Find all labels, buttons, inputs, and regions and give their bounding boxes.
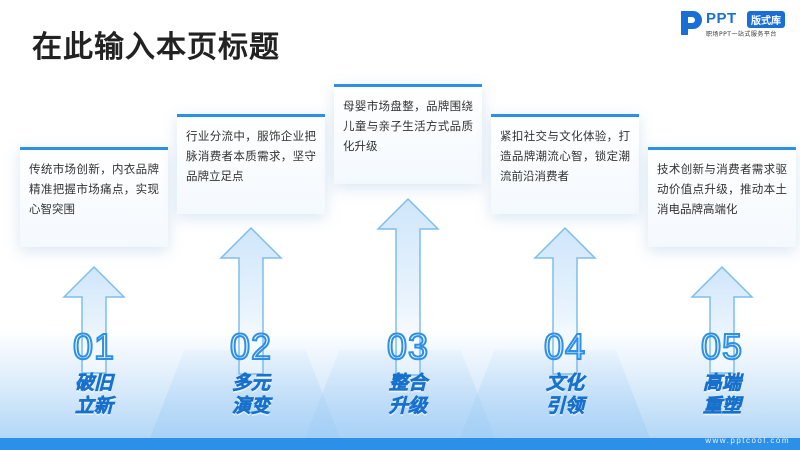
footer-url: www.pptcool.com [705, 436, 790, 445]
card-description: 紧扣社交与文化体验，打造品牌潮流心智，锁定潮流前沿消费者 [500, 129, 630, 183]
footer-bar [0, 438, 800, 450]
step-number: 03 [386, 325, 430, 368]
up-arrow-icon [376, 197, 440, 376]
step-number: 01 [72, 325, 116, 368]
step-label-line: 多元 [231, 372, 271, 395]
step-label: 高端 重塑 [648, 372, 796, 418]
card-description: 行业分流中，服饰企业把脉消费者本质需求，坚守品牌立足点 [186, 129, 316, 183]
step-label: 多元 演变 [177, 372, 325, 418]
step-label-line: 演变 [231, 395, 271, 418]
step-label-line: 高端 [702, 372, 742, 395]
card-description: 传统市场创新，内衣品牌精准把握市场痛点，实现心智突围 [29, 162, 159, 216]
step-label-line: 立新 [74, 395, 114, 418]
step-label-line: 破旧 [74, 372, 114, 395]
step-number: 04 [543, 325, 587, 368]
up-arrow-icon [219, 226, 283, 375]
card-05: 技术创新与消费者需求驱动价值点升级，推动本土消电品牌高端化 [648, 147, 796, 247]
step-label: 破旧 立新 [20, 372, 168, 418]
up-arrow-icon [62, 265, 126, 374]
card-02: 行业分流中，服饰企业把脉消费者本质需求，坚守品牌立足点 [177, 114, 325, 214]
brand-logo: PPT 版式库 职场PPT一站式服务平台 [678, 9, 796, 39]
logo-brand-text: PPT [706, 10, 737, 27]
card-description: 技术创新与消费者需求驱动价值点升级，推动本土消电品牌高端化 [657, 162, 787, 216]
step-number: 05 [700, 325, 744, 368]
step-label-line: 整合 [388, 372, 428, 395]
logo-subtitle: 职场PPT一站式服务平台 [706, 31, 777, 38]
card-03: 母婴市场盘整，品牌围绕儿童与亲子生活方式品质化升级 [334, 84, 482, 184]
card-01: 传统市场创新，内衣品牌精准把握市场痛点，实现心智突围 [20, 147, 168, 247]
step-label: 文化 引领 [491, 372, 639, 418]
card-description: 母婴市场盘整，品牌围绕儿童与亲子生活方式品质化升级 [343, 99, 473, 153]
card-04: 紧扣社交与文化体验，打造品牌潮流心智，锁定潮流前沿消费者 [491, 114, 639, 214]
step-label-line: 文化 [545, 372, 585, 395]
logo-badge: 版式库 [747, 11, 785, 28]
step-label-line: 引领 [545, 395, 585, 418]
step-label-line: 重塑 [702, 395, 742, 418]
step-number: 02 [229, 325, 273, 368]
up-arrow-icon [533, 226, 597, 375]
logo-icon [681, 11, 702, 35]
page-title: 在此输入本页标题 [32, 30, 280, 65]
step-label: 整合 升级 [334, 372, 482, 418]
up-arrow-icon [690, 265, 754, 374]
step-label-line: 升级 [388, 395, 428, 418]
